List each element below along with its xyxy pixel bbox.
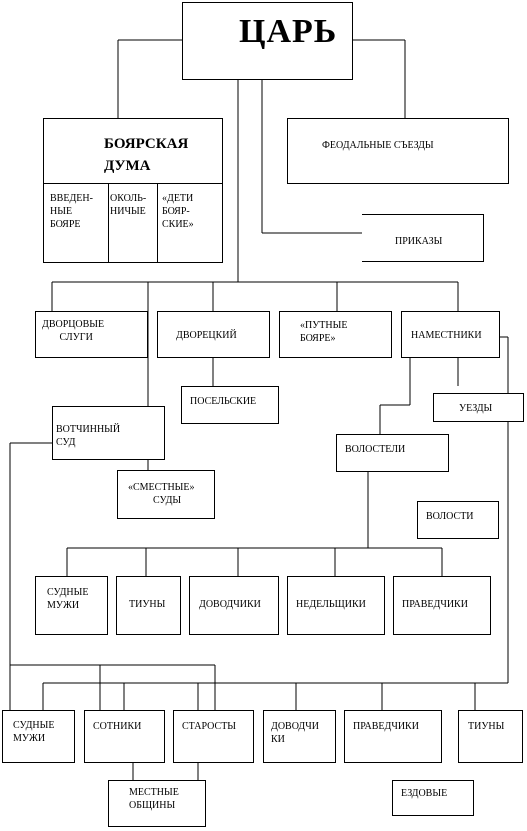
tsar-box: ЦАРЬ bbox=[182, 2, 353, 80]
poselskie-label: ПОСЕЛЬСКИЕ bbox=[190, 396, 257, 407]
boyar-duma-box: БОЯРСКАЯ ДУМА ВВЕДЕН- НЫЕ БОЯРЕ ОКОЛЬ- Н… bbox=[43, 118, 223, 263]
vvedennye-boyare-cell: ВВЕДЕН- НЫЕ БОЯРЕ bbox=[43, 183, 109, 263]
putnye-boyare-label: «ПУТНЫЕ БОЯРЕ» bbox=[300, 320, 348, 344]
l2-tiuny-label: ТИУНЫ bbox=[468, 721, 505, 732]
volosti-label: ВОЛОСТИ bbox=[426, 511, 474, 522]
l2-sudnye-muzhi-box: СУДНЫЕ МУЖИ bbox=[2, 710, 75, 763]
namestniki-label: НАМЕСТНИКИ bbox=[411, 330, 482, 341]
okolnichie-cell: ОКОЛЬ- НИЧЫЕ bbox=[108, 183, 158, 263]
volosti-box: ВОЛОСТИ bbox=[417, 501, 499, 539]
uezdy-box: УЕЗДЫ bbox=[433, 393, 524, 422]
votchinny-sud-box: ВОТЧИННЫЙ СУД bbox=[52, 406, 165, 460]
l2-pravedchiki-box: ПРАВЕДЧИКИ bbox=[344, 710, 442, 763]
l1-tiuny-box: ТИУНЫ bbox=[116, 576, 181, 635]
l1-sudnye-muzhi-label: СУДНЫЕ МУЖИ bbox=[47, 587, 89, 611]
namestniki-box: НАМЕСТНИКИ bbox=[401, 311, 500, 358]
l2-tiuny-box: ТИУНЫ bbox=[458, 710, 523, 763]
l1-nedelshchiki-box: НЕДЕЛЬЩИКИ bbox=[287, 576, 385, 635]
votchinny-sud-label: ВОТЧИННЫЙ СУД bbox=[56, 424, 121, 448]
l2-sudnye-muzhi-label: СУДНЫЕ МУЖИ bbox=[13, 720, 55, 744]
l2-sotniki-box: СОТНИКИ bbox=[84, 710, 165, 763]
l1-pravedchiki-box: ПРАВЕДЧИКИ bbox=[393, 576, 491, 635]
l1-dovodchiki-box: ДОВОДЧИКИ bbox=[189, 576, 279, 635]
feudal-congresses-box: ФЕОДАЛЬНЫЕ СЪЕЗДЫ bbox=[287, 118, 509, 184]
l2-sotniki-label: СОТНИКИ bbox=[93, 721, 142, 732]
deti-boyarskie-label: «ДЕТИ БОЯР- СКИЕ» bbox=[162, 193, 194, 230]
palace-servants-label: ДВОРЦОВЫЕ СЛУГИ bbox=[42, 319, 105, 343]
vvedennye-boyare-label: ВВЕДЕН- НЫЕ БОЯРЕ bbox=[50, 193, 93, 230]
ezdovye-box: ЕЗДОВЫЕ bbox=[392, 780, 474, 816]
deti-boyarskie-cell: «ДЕТИ БОЯР- СКИЕ» bbox=[157, 183, 223, 263]
volosteli-box: ВОЛОСТЕЛИ bbox=[336, 434, 449, 472]
poselskie-box: ПОСЕЛЬСКИЕ bbox=[181, 386, 279, 424]
uezdy-label: УЕЗДЫ bbox=[459, 403, 493, 414]
boyar-duma-label: БОЯРСКАЯ ДУМА bbox=[104, 136, 189, 174]
dvoretsky-box: ДВОРЕЦКИЙ bbox=[157, 311, 270, 358]
l1-pravedchiki-label: ПРАВЕДЧИКИ bbox=[402, 599, 468, 610]
volosteli-label: ВОЛОСТЕЛИ bbox=[345, 444, 406, 455]
mestnye-obshchiny-box: МЕСТНЫЕ ОБЩИНЫ bbox=[108, 780, 206, 827]
smestnye-sudy-box: «СМЕСТНЫЕ» СУДЫ bbox=[117, 470, 215, 519]
palace-servants-box: ДВОРЦОВЫЕ СЛУГИ bbox=[35, 311, 148, 358]
l2-dovodchiki-label: ДОВОДЧИ КИ bbox=[271, 721, 319, 745]
l2-starosty-label: СТАРОСТЫ bbox=[182, 721, 237, 732]
okolnichie-label: ОКОЛЬ- НИЧЫЕ bbox=[110, 193, 147, 217]
prikazy-label: ПРИКАЗЫ bbox=[395, 236, 443, 247]
l2-starosty-box: СТАРОСТЫ bbox=[173, 710, 254, 763]
l2-pravedchiki-label: ПРАВЕДЧИКИ bbox=[353, 721, 419, 732]
dvoretsky-label: ДВОРЕЦКИЙ bbox=[176, 330, 237, 341]
smestnye-sudy-label: «СМЕСТНЫЕ» СУДЫ bbox=[128, 482, 195, 506]
prikazy-box: ПРИКАЗЫ bbox=[362, 214, 484, 262]
ezdovye-label: ЕЗДОВЫЕ bbox=[401, 788, 448, 799]
feudal-congresses-label: ФЕОДАЛЬНЫЕ СЪЕЗДЫ bbox=[322, 140, 434, 151]
l1-dovodchiki-label: ДОВОДЧИКИ bbox=[199, 599, 261, 610]
mestnye-obshchiny-label: МЕСТНЫЕ ОБЩИНЫ bbox=[129, 787, 179, 811]
l2-dovodchiki-box: ДОВОДЧИ КИ bbox=[263, 710, 336, 763]
l1-nedelshchiki-label: НЕДЕЛЬЩИКИ bbox=[296, 599, 366, 610]
tsar-label: ЦАРЬ bbox=[239, 13, 338, 50]
l1-sudnye-muzhi-box: СУДНЫЕ МУЖИ bbox=[35, 576, 108, 635]
l1-tiuny-label: ТИУНЫ bbox=[129, 599, 166, 610]
putnye-boyare-box: «ПУТНЫЕ БОЯРЕ» bbox=[279, 311, 392, 358]
